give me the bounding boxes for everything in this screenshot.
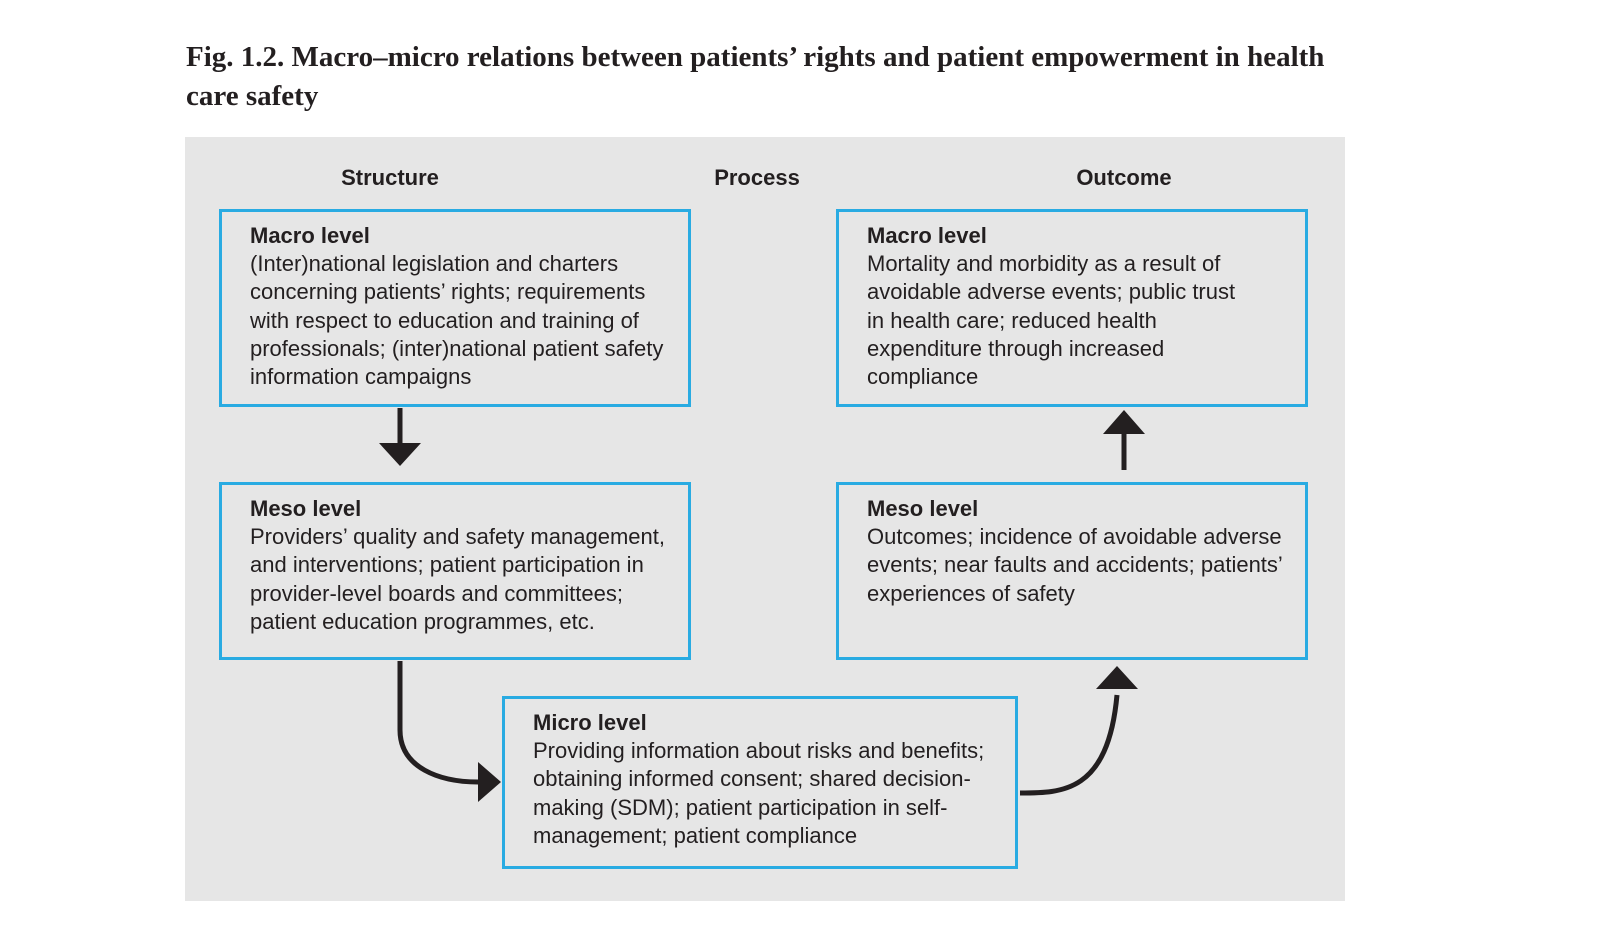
figure-title: Fig. 1.2. Macro–micro relations between … bbox=[186, 41, 1325, 112]
outcome-meso-box: Meso level Outcomes; incidence of avoida… bbox=[836, 482, 1308, 660]
process-micro-level-label: Micro level bbox=[533, 710, 647, 735]
process-micro-box: Micro level Providing information about … bbox=[502, 696, 1018, 869]
outcome-meso-level-label: Meso level bbox=[867, 496, 979, 521]
outcome-macro-box: Macro level Mortality and morbidity as a… bbox=[836, 209, 1308, 407]
structure-meso-description: Providers’ quality and safety management… bbox=[250, 524, 665, 634]
diagram-panel bbox=[185, 137, 1345, 901]
structure-macro-description: (Inter)national legislation and charters… bbox=[250, 251, 664, 390]
structure-meso-box: Meso level Providers’ quality and safety… bbox=[219, 482, 691, 660]
column-header-outcome: Outcome bbox=[1076, 165, 1172, 190]
outcome-macro-description: Mortality and morbidity as a result of a… bbox=[867, 251, 1236, 390]
column-header-process: Process bbox=[714, 165, 800, 190]
column-header-structure: Structure bbox=[341, 165, 439, 190]
structure-meso-level-label: Meso level bbox=[250, 496, 362, 521]
structure-macro-box: Macro level (Inter)national legislation … bbox=[219, 209, 691, 407]
outcome-macro-level-label: Macro level bbox=[867, 223, 987, 248]
structure-macro-level-label: Macro level bbox=[250, 223, 370, 248]
outcome-meso-description: Outcomes; incidence of avoidable adverse… bbox=[867, 524, 1282, 606]
process-micro-description: Providing information about risks and be… bbox=[533, 738, 985, 848]
